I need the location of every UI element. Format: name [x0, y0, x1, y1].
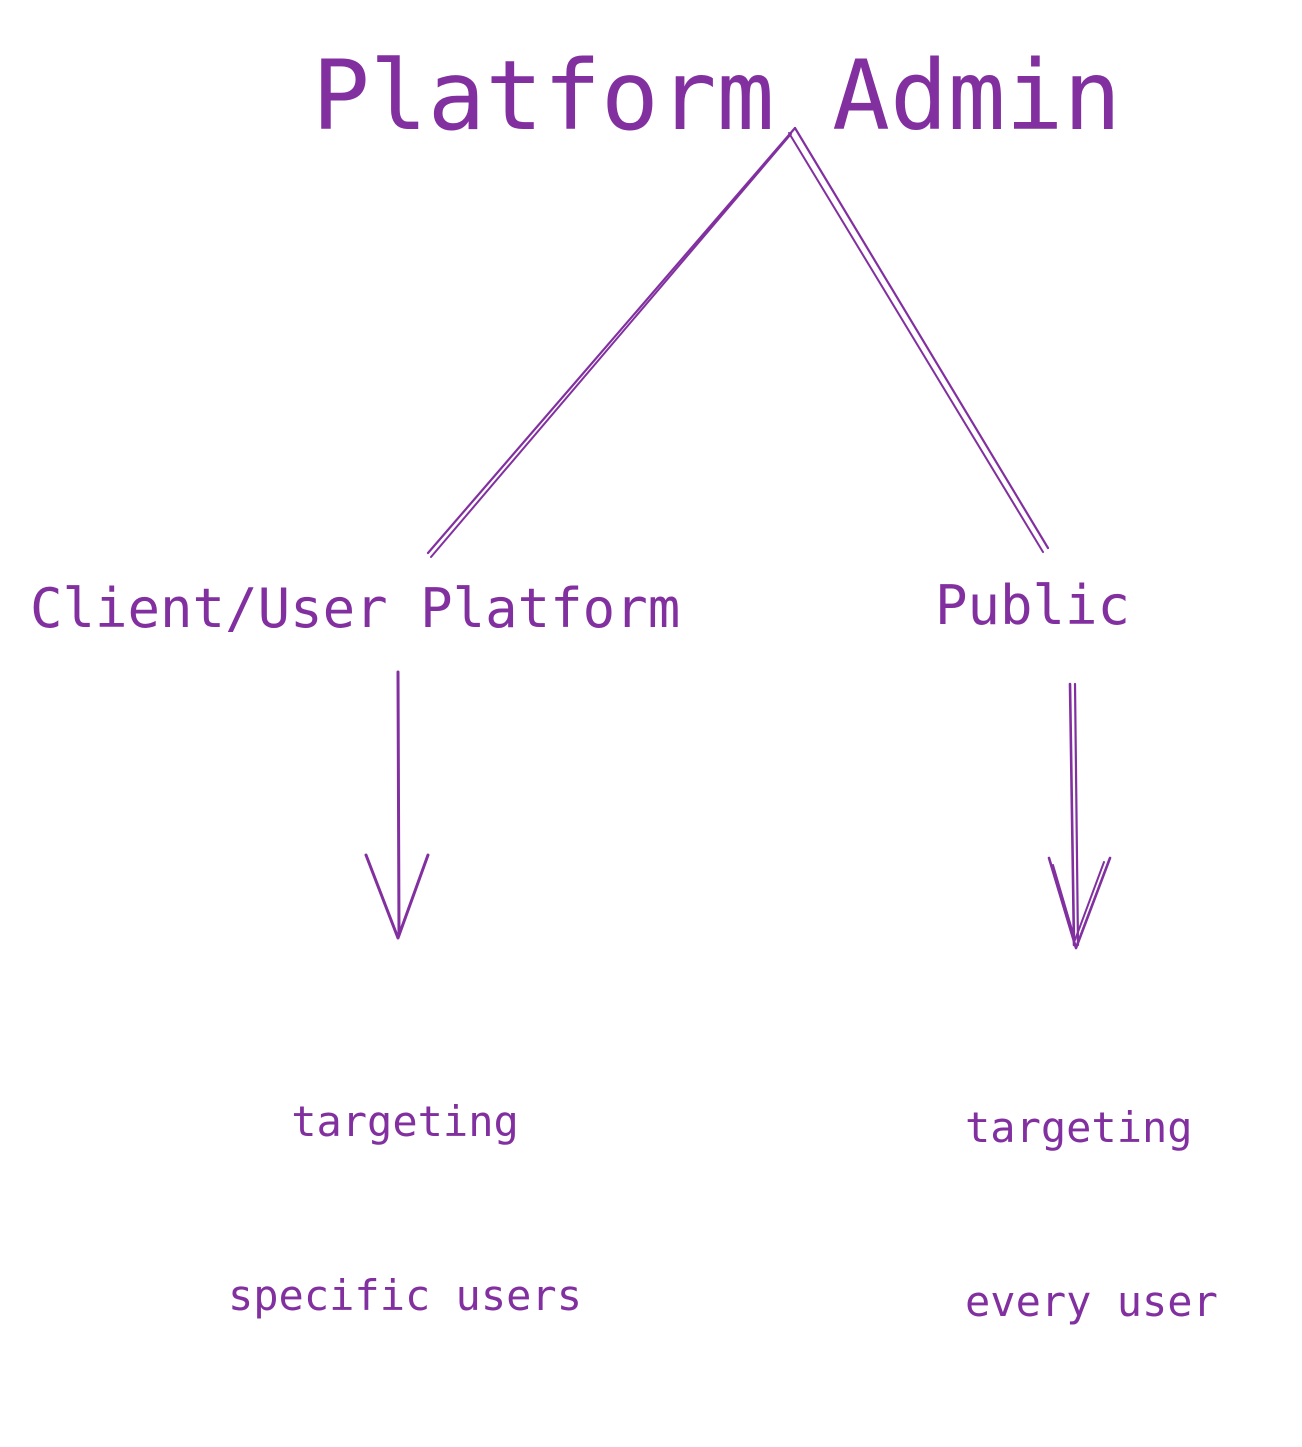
arrow-public-head-echo	[1052, 861, 1105, 941]
client-platform-node-label: Client/User Platform	[30, 577, 681, 640]
arrow-public-shaft	[1068, 682, 1076, 947]
arrow-client-head	[364, 853, 430, 940]
connector-layer	[364, 126, 1112, 950]
client-description-line-1: targeting	[291, 1097, 519, 1146]
client-platform-description: targeting specific users	[205, 977, 605, 1441]
diagram-canvas: Platform Admin Client/User Platform Publ…	[30, 40, 1218, 1326]
public-description-line-1: targeting	[965, 1103, 1193, 1152]
public-description-line-2: every user	[965, 1277, 1218, 1326]
connector-root-to-client	[426, 126, 797, 555]
public-node-label: Public	[935, 574, 1131, 637]
public-description: targeting every user	[965, 983, 1218, 1447]
connector-root-to-public-echo	[788, 132, 1044, 553]
arrow-public-head	[1047, 856, 1112, 950]
connector-root-to-client-echo	[430, 133, 792, 558]
root-node-label: Platform Admin	[312, 40, 1122, 152]
connector-root-to-public	[793, 126, 1050, 550]
arrow-public-shaft-echo	[1073, 682, 1080, 947]
client-description-line-2: specific users	[227, 1271, 582, 1320]
arrow-client-shaft	[396, 670, 401, 937]
